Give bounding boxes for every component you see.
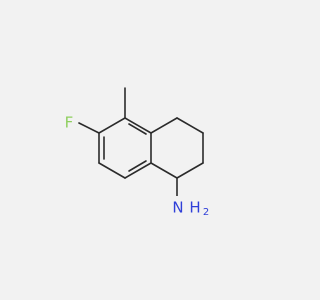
bond-aromatic-1 <box>124 117 152 134</box>
bond-double-inner-1 <box>128 123 147 135</box>
fluorine-label-background <box>61 114 77 132</box>
bond-double-inner-2 <box>128 160 147 172</box>
amine-h-subscript: 2 <box>203 207 209 218</box>
bond-saturated-2 <box>176 117 204 134</box>
amine-h-label: H <box>189 199 200 217</box>
bond-saturated-5 <box>150 162 178 179</box>
fluorine-atom: F <box>61 114 77 132</box>
bond-fluorine <box>78 122 100 134</box>
bond-aromatic-4 <box>98 162 126 179</box>
bond-aromatic-3 <box>124 162 152 179</box>
amine-n-label: N <box>172 199 183 217</box>
amine-label-background <box>166 196 212 222</box>
bond-saturated-4 <box>176 162 204 179</box>
amine-atom: N H 2 <box>166 196 212 222</box>
bond-aromatic-6 <box>98 117 126 134</box>
bond-saturated-1 <box>150 117 178 134</box>
molecule-structure: F N H 2 <box>61 87 212 222</box>
fluorine-label: F <box>65 114 74 132</box>
